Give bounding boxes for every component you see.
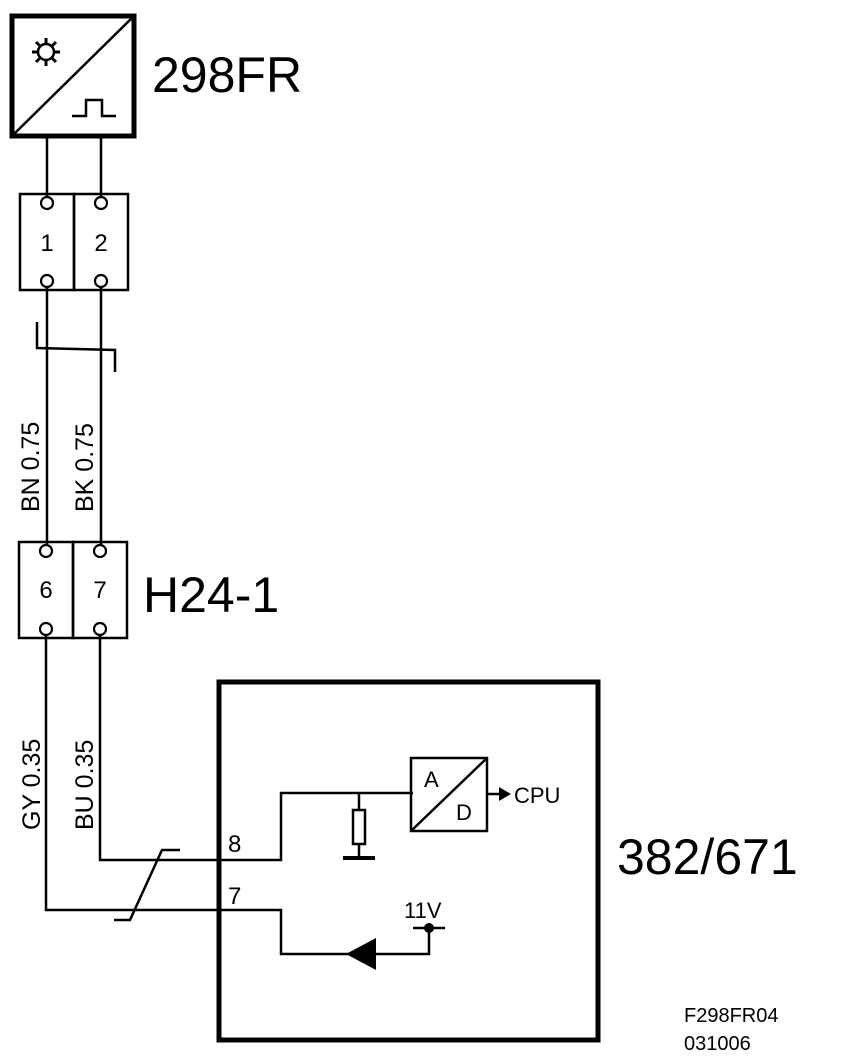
wire-label-bu: BU 0.35: [71, 740, 99, 830]
wire-bu: [98, 635, 413, 862]
pulse-signal-icon: [72, 98, 116, 118]
resistor-icon: [343, 793, 375, 860]
wire-label-bn: BN 0.75: [17, 422, 45, 512]
twisted-pair-marker-upper: [35, 322, 117, 372]
ad-converter: A D: [409, 756, 511, 833]
pin-6: 6: [39, 577, 52, 604]
ecu-pin-7: 7: [228, 883, 241, 910]
wire-label-gy: GY 0.35: [18, 739, 46, 830]
ecu-pin-8: 8: [228, 831, 241, 858]
wire-gy: [44, 635, 360, 956]
pin-1: 1: [40, 230, 53, 257]
ecu-label: 382/671: [617, 829, 798, 885]
diode-icon: [346, 938, 376, 970]
figure-date: 031006: [684, 1033, 751, 1055]
pin-7: 7: [93, 577, 106, 604]
connector-top: 1 2: [18, 192, 130, 292]
ecu-382-671: [216, 679, 601, 1043]
twisted-pair-marker-lower: [114, 848, 180, 922]
arrow-right-icon: [499, 787, 511, 801]
voltage-label: 11V: [404, 898, 442, 923]
sensor-label: 298FR: [152, 47, 302, 103]
adc-d-label: D: [456, 800, 472, 825]
figure-code: F298FR04: [684, 1005, 779, 1027]
connector-h24-1-label: H24-1: [143, 567, 279, 623]
voltage-supply: [346, 923, 445, 970]
connector-h24-1: 6 7: [17, 540, 129, 640]
wire-label-bk: BK 0.75: [71, 423, 99, 512]
cpu-label: CPU: [514, 783, 560, 808]
gear-icon: [32, 38, 60, 66]
sensor-298fr: [9, 13, 137, 139]
adc-a-label: A: [424, 767, 439, 792]
pin-2: 2: [94, 230, 107, 257]
